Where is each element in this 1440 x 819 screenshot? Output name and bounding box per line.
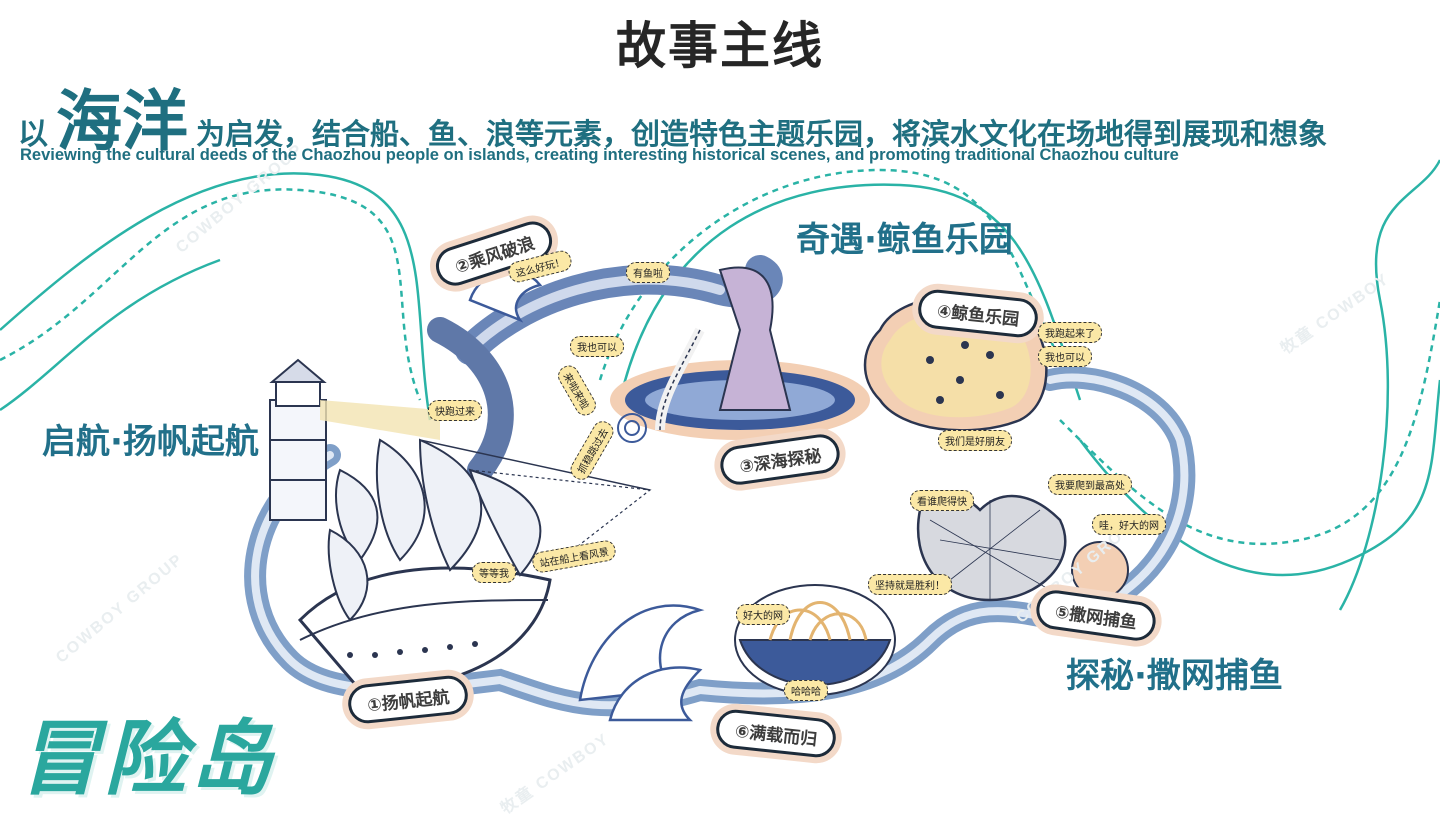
section-label-fishing: 探秘·撒网捕鱼 [1066, 656, 1283, 696]
speech-bubble: 有鱼啦 [626, 262, 670, 283]
page-title: 故事主线 [616, 17, 824, 75]
english-subtitle: Reviewing the cultural deeds of the Chao… [20, 146, 1179, 164]
fishing-net-illustration [916, 493, 1129, 602]
page-subtitle: 以海洋为启发，结合船、鱼、浪等元素，创造特色主题乐园，将滨水文化在场地得到展现和… [18, 68, 1428, 164]
sailing-ship-illustration [297, 438, 652, 692]
deep-sea-pool-illustration [610, 266, 870, 443]
brand-logo-text: 冒险岛 [18, 712, 276, 807]
speech-bubble: 哇，好大的网 [1092, 514, 1166, 535]
speech-bubble: 等等我 [472, 562, 516, 583]
wave-illustration [468, 269, 705, 722]
speech-bubble: 我也可以 [1038, 346, 1092, 367]
subtitle-prefix: 以 [18, 117, 48, 152]
speech-bubble: 我要爬到最高处 [1048, 474, 1132, 495]
speech-bubble: 我跑起来了 [1038, 322, 1102, 343]
harbor-bowl-illustration [734, 584, 896, 696]
speech-bubble: 好大的网 [736, 604, 790, 625]
subtitle-emphasis: 海洋 [56, 83, 188, 160]
subtitle-rest: 为启发，结合船、鱼、浪等元素，创造特色主题乐园，将滨水文化在场地得到展现和想象 [196, 117, 1328, 151]
speech-bubble: 哈哈哈 [784, 680, 828, 701]
speech-bubble: 我们是好朋友 [938, 430, 1012, 451]
speech-bubble: 坚持就是胜利！ [868, 574, 952, 595]
speech-bubble: 我也可以 [570, 336, 624, 357]
lighthouse-illustration [269, 358, 440, 521]
speech-bubble: 快跑过来 [428, 400, 482, 421]
speech-bubble: 看谁爬得快 [910, 490, 974, 511]
section-label-sail: 启航·扬帆起航 [42, 422, 259, 462]
section-label-whale: 奇遇·鲸鱼乐园 [796, 220, 1013, 260]
